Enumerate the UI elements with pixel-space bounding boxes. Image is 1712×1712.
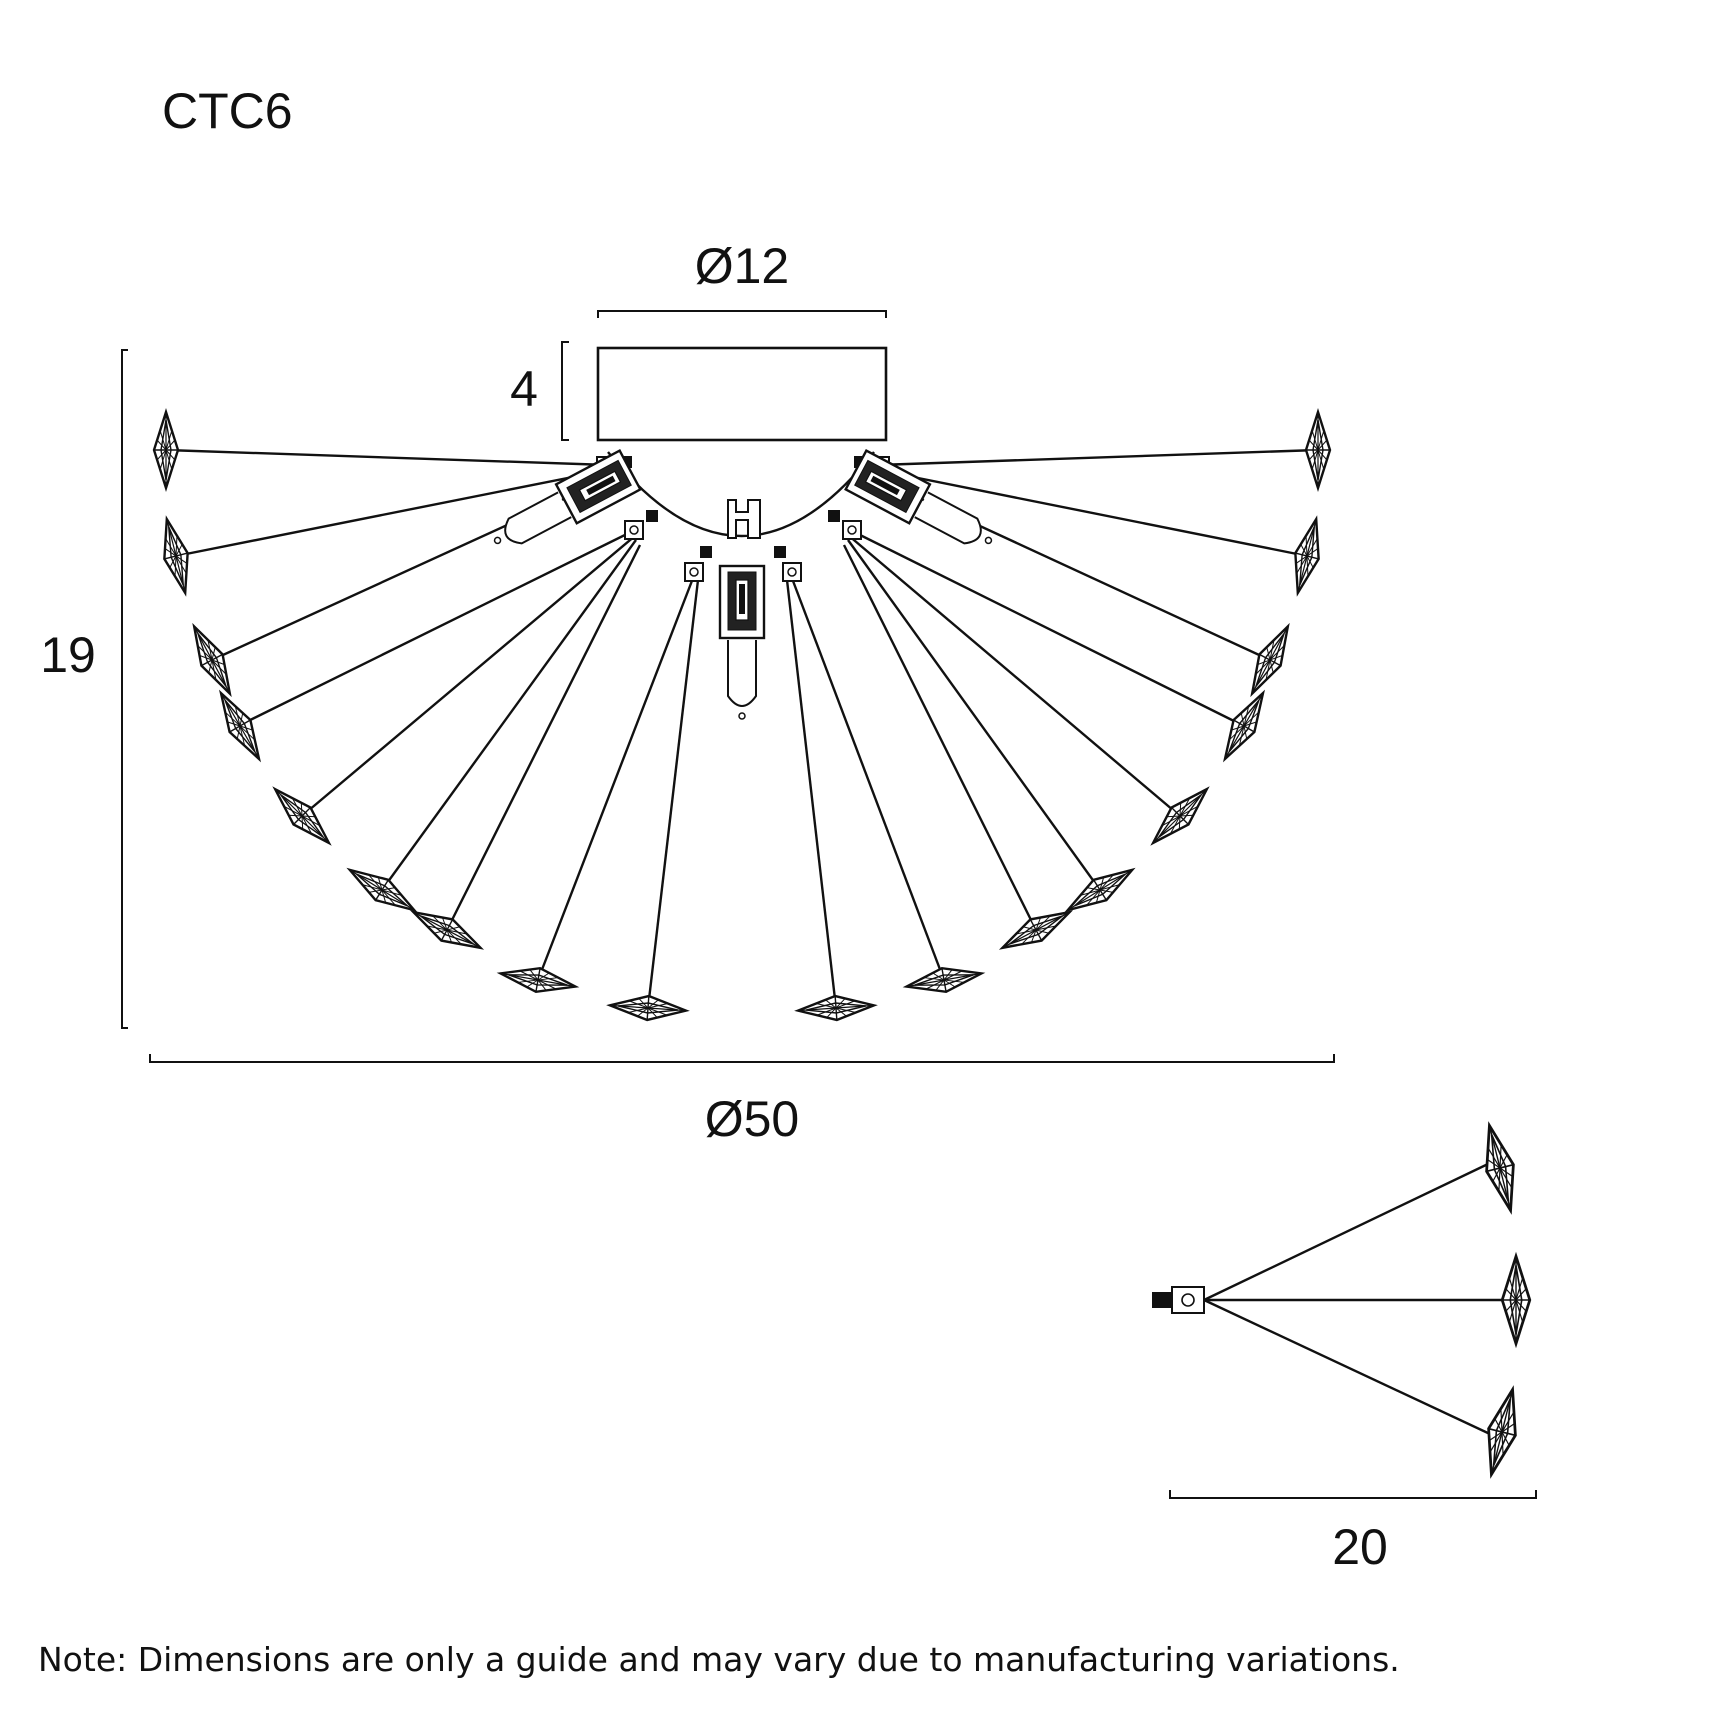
arm-length-label: 20 bbox=[1332, 1519, 1388, 1575]
overall-diameter-dimension: Ø50 bbox=[149, 1054, 1335, 1147]
canopy-diameter-label: Ø12 bbox=[695, 238, 790, 294]
lamp-holders bbox=[483, 449, 1003, 721]
model-title: CTC6 bbox=[162, 83, 293, 139]
overall-height-label: 19 bbox=[40, 627, 96, 683]
arm-length-dimension: 20 bbox=[1169, 1490, 1537, 1575]
canopy-diameter-dimension: Ø12 bbox=[597, 238, 887, 318]
disclaimer-note: Note: Dimensions are only a guide and ma… bbox=[38, 1640, 1400, 1679]
canopy-height-dimension: 4 bbox=[510, 341, 569, 441]
canopy bbox=[596, 346, 888, 539]
arm-detail-view bbox=[1152, 1120, 1532, 1480]
overall-height-dimension: 19 bbox=[40, 349, 128, 1029]
overall-diameter-label: Ø50 bbox=[705, 1091, 800, 1147]
canopy-height-label: 4 bbox=[510, 361, 538, 417]
